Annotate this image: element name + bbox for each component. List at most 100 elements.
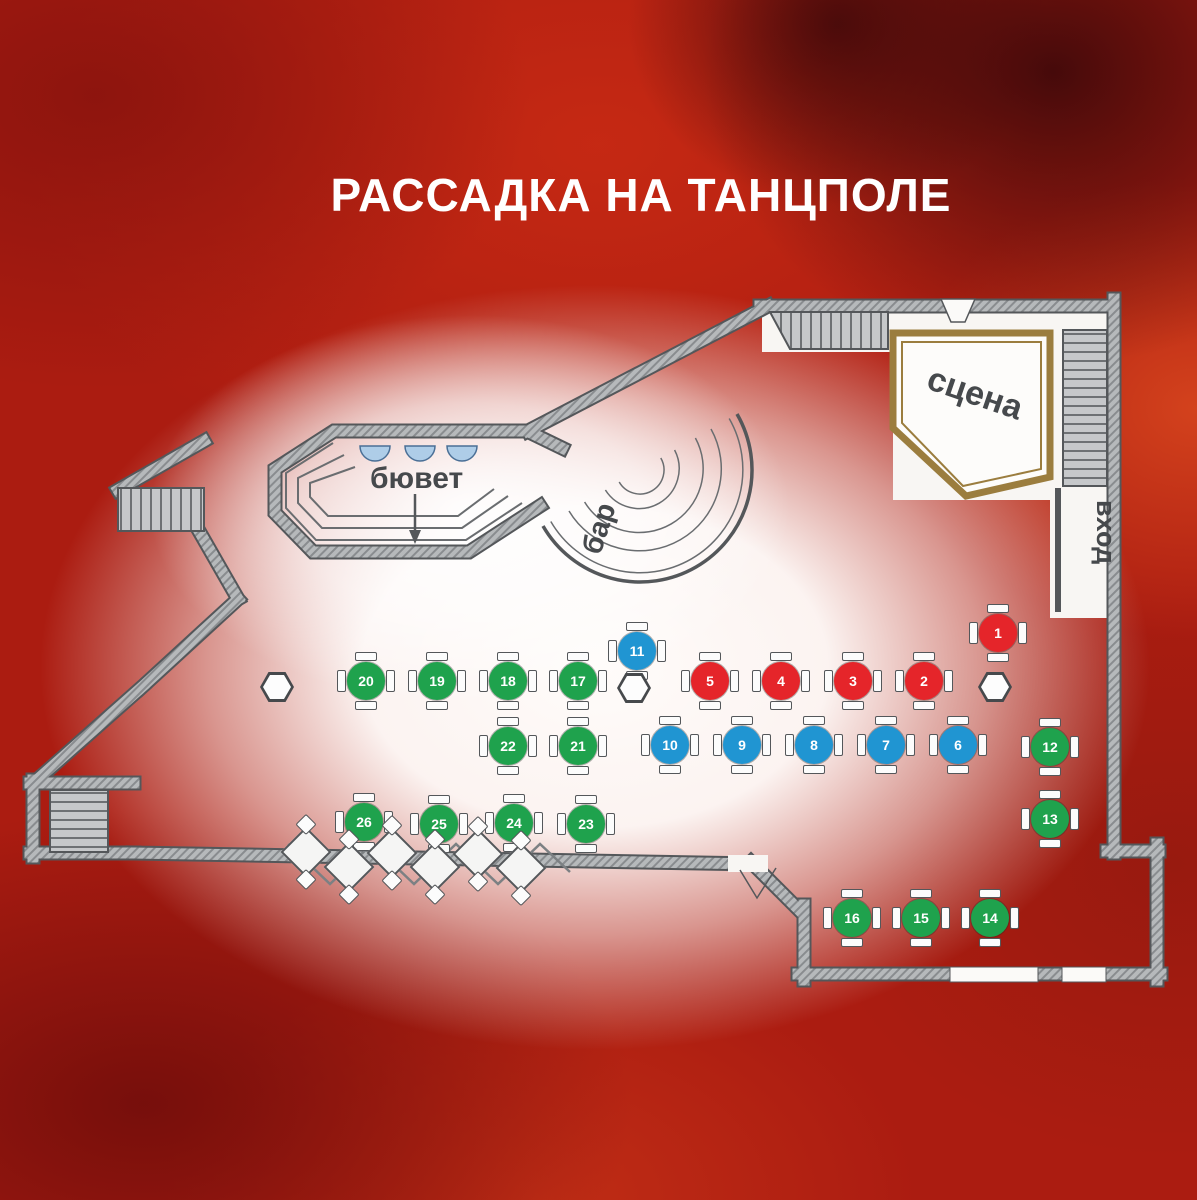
table-19[interactable]: 19 bbox=[408, 652, 466, 710]
table-number: 11 bbox=[629, 643, 645, 659]
table-circle: 17 bbox=[559, 662, 597, 700]
chair bbox=[699, 652, 721, 661]
table-22[interactable]: 22 bbox=[479, 717, 537, 775]
table-number: 18 bbox=[500, 673, 516, 689]
chair bbox=[479, 670, 488, 692]
chair bbox=[913, 701, 935, 710]
table-circle: 1 bbox=[979, 614, 1017, 652]
column bbox=[260, 672, 294, 702]
table-circle: 23 bbox=[567, 805, 605, 843]
table-number: 7 bbox=[882, 737, 890, 753]
table-23[interactable]: 23 bbox=[557, 795, 615, 853]
table-8[interactable]: 8 bbox=[785, 716, 843, 774]
chair bbox=[947, 716, 969, 725]
banquet-table bbox=[280, 826, 332, 878]
table-13[interactable]: 13 bbox=[1021, 790, 1079, 848]
table-circle: 6 bbox=[939, 726, 977, 764]
chair bbox=[608, 640, 617, 662]
chair bbox=[803, 716, 825, 725]
chair bbox=[699, 701, 721, 710]
window bbox=[1061, 966, 1107, 983]
chair bbox=[910, 889, 932, 898]
chair bbox=[485, 812, 494, 834]
table-10[interactable]: 10 bbox=[641, 716, 699, 774]
chair bbox=[503, 794, 525, 803]
table-4[interactable]: 4 bbox=[752, 652, 810, 710]
chair bbox=[929, 734, 938, 756]
table-circle: 16 bbox=[833, 899, 871, 937]
chair bbox=[1039, 718, 1061, 727]
chair bbox=[842, 652, 864, 661]
chair bbox=[910, 938, 932, 947]
chair bbox=[1018, 622, 1027, 644]
chair bbox=[567, 766, 589, 775]
chair bbox=[659, 716, 681, 725]
chair bbox=[598, 670, 607, 692]
chair bbox=[1039, 767, 1061, 776]
table-circle: 14 bbox=[971, 899, 1009, 937]
chair bbox=[941, 907, 950, 929]
table-1[interactable]: 1 bbox=[969, 604, 1027, 662]
chair bbox=[528, 735, 537, 757]
chair bbox=[785, 734, 794, 756]
chair bbox=[752, 670, 761, 692]
table-circle: 18 bbox=[489, 662, 527, 700]
table-3[interactable]: 3 bbox=[824, 652, 882, 710]
chair bbox=[659, 765, 681, 774]
chair bbox=[459, 813, 468, 835]
chair bbox=[497, 766, 519, 775]
chair bbox=[841, 889, 863, 898]
table-15[interactable]: 15 bbox=[892, 889, 950, 947]
chair bbox=[906, 734, 915, 756]
table-circle: 15 bbox=[902, 899, 940, 937]
table-18[interactable]: 18 bbox=[479, 652, 537, 710]
stairs-bottom-left bbox=[49, 789, 109, 853]
table-7[interactable]: 7 bbox=[857, 716, 915, 774]
table-circle: 2 bbox=[905, 662, 943, 700]
table-circle: 12 bbox=[1031, 728, 1069, 766]
table-16[interactable]: 16 bbox=[823, 889, 881, 947]
table-circle: 21 bbox=[559, 727, 597, 765]
chair bbox=[1021, 736, 1030, 758]
chair bbox=[549, 670, 558, 692]
table-21[interactable]: 21 bbox=[549, 717, 607, 775]
chair bbox=[428, 795, 450, 804]
table-number: 23 bbox=[578, 816, 594, 832]
chair bbox=[978, 734, 987, 756]
table-9[interactable]: 9 bbox=[713, 716, 771, 774]
chair bbox=[386, 670, 395, 692]
chair bbox=[598, 735, 607, 757]
chair bbox=[987, 604, 1009, 613]
entrance-label: вход bbox=[1091, 500, 1121, 564]
table-6[interactable]: 6 bbox=[929, 716, 987, 774]
table-number: 8 bbox=[810, 737, 818, 753]
chair bbox=[497, 652, 519, 661]
sink-icon bbox=[359, 445, 478, 462]
chair bbox=[657, 640, 666, 662]
chair bbox=[575, 795, 597, 804]
table-20[interactable]: 20 bbox=[337, 652, 395, 710]
table-circle: 9 bbox=[723, 726, 761, 764]
chair bbox=[575, 844, 597, 853]
chair bbox=[353, 793, 375, 802]
table-number: 3 bbox=[849, 673, 857, 689]
table-number: 20 bbox=[358, 673, 374, 689]
table-circle: 4 bbox=[762, 662, 800, 700]
chair bbox=[1010, 907, 1019, 929]
chair bbox=[961, 907, 970, 929]
table-circle: 26 bbox=[345, 803, 383, 841]
table-12[interactable]: 12 bbox=[1021, 718, 1079, 776]
column bbox=[617, 673, 651, 703]
chair bbox=[770, 652, 792, 661]
chair bbox=[875, 765, 897, 774]
chair bbox=[479, 735, 488, 757]
table-number: 10 bbox=[662, 737, 678, 753]
table-2[interactable]: 2 bbox=[895, 652, 953, 710]
table-5[interactable]: 5 bbox=[681, 652, 739, 710]
table-number: 1 bbox=[994, 625, 1002, 641]
window bbox=[949, 966, 1039, 983]
table-11[interactable]: 11 bbox=[608, 622, 666, 680]
chair bbox=[731, 716, 753, 725]
table-17[interactable]: 17 bbox=[549, 652, 607, 710]
table-14[interactable]: 14 bbox=[961, 889, 1019, 947]
